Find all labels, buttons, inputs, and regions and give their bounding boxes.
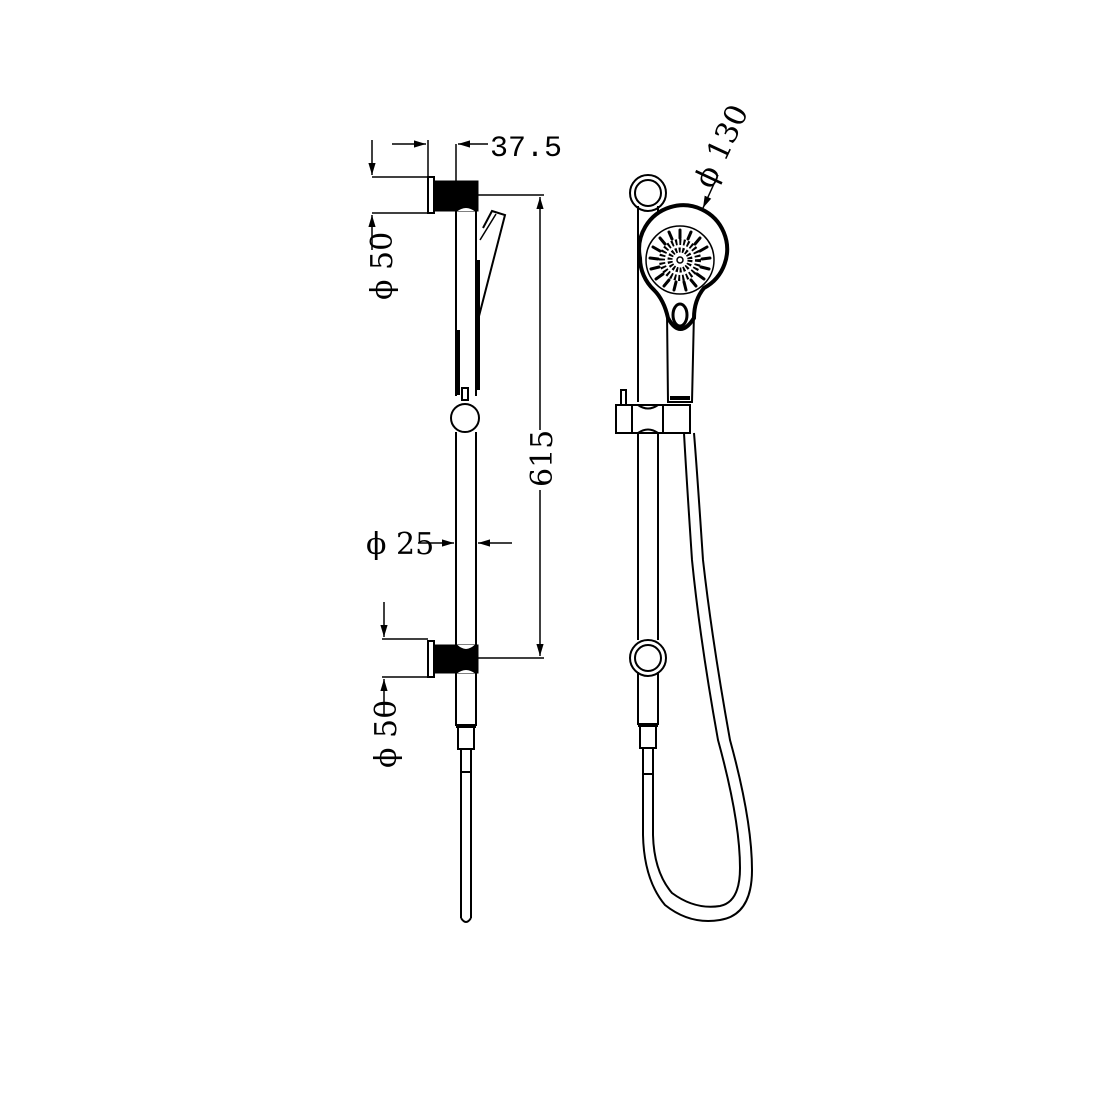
front-view: ϕ 130 <box>615 100 757 922</box>
dimension-label-bottom-bracket: ϕ 50 <box>369 700 404 768</box>
dimension-label-top-bracket: ϕ 50 <box>365 232 400 300</box>
dimension-label-rail-diameter: ϕ 25 <box>366 527 434 562</box>
handshower-side <box>456 209 507 401</box>
hose-connector-side <box>457 726 475 923</box>
dimension-bracket-offset: 37.5 <box>392 132 562 211</box>
slider-knob-side <box>450 403 480 433</box>
dimension-bottom-bracket-diameter: ϕ 50 <box>369 602 428 768</box>
top-wall-bracket <box>427 176 479 214</box>
top-bracket-ring <box>629 174 667 212</box>
side-view: 37.5 ϕ 50 615 ϕ 25 <box>365 132 562 923</box>
hose-connector-front <box>639 725 657 775</box>
shower-head-front <box>637 203 730 331</box>
dimension-label-bracket-offset: 37.5 <box>490 132 562 166</box>
slider-front <box>615 389 691 434</box>
dimension-head-diameter: ϕ 130 <box>688 100 757 209</box>
hose <box>642 432 754 922</box>
spray-nozzles <box>648 228 712 292</box>
dimension-label-head-diameter: ϕ 130 <box>688 100 757 194</box>
bottom-wall-bracket <box>427 640 479 678</box>
dimension-top-bracket-diameter: ϕ 50 <box>365 140 428 300</box>
handshower-handle-front <box>666 311 695 403</box>
dimension-rail-diameter: ϕ 25 <box>366 527 512 562</box>
dimension-label-rail-length: 615 <box>525 430 560 487</box>
dimension-rail-length: 615 <box>478 194 560 659</box>
bottom-bracket-ring <box>629 639 667 677</box>
mode-button <box>671 302 689 328</box>
